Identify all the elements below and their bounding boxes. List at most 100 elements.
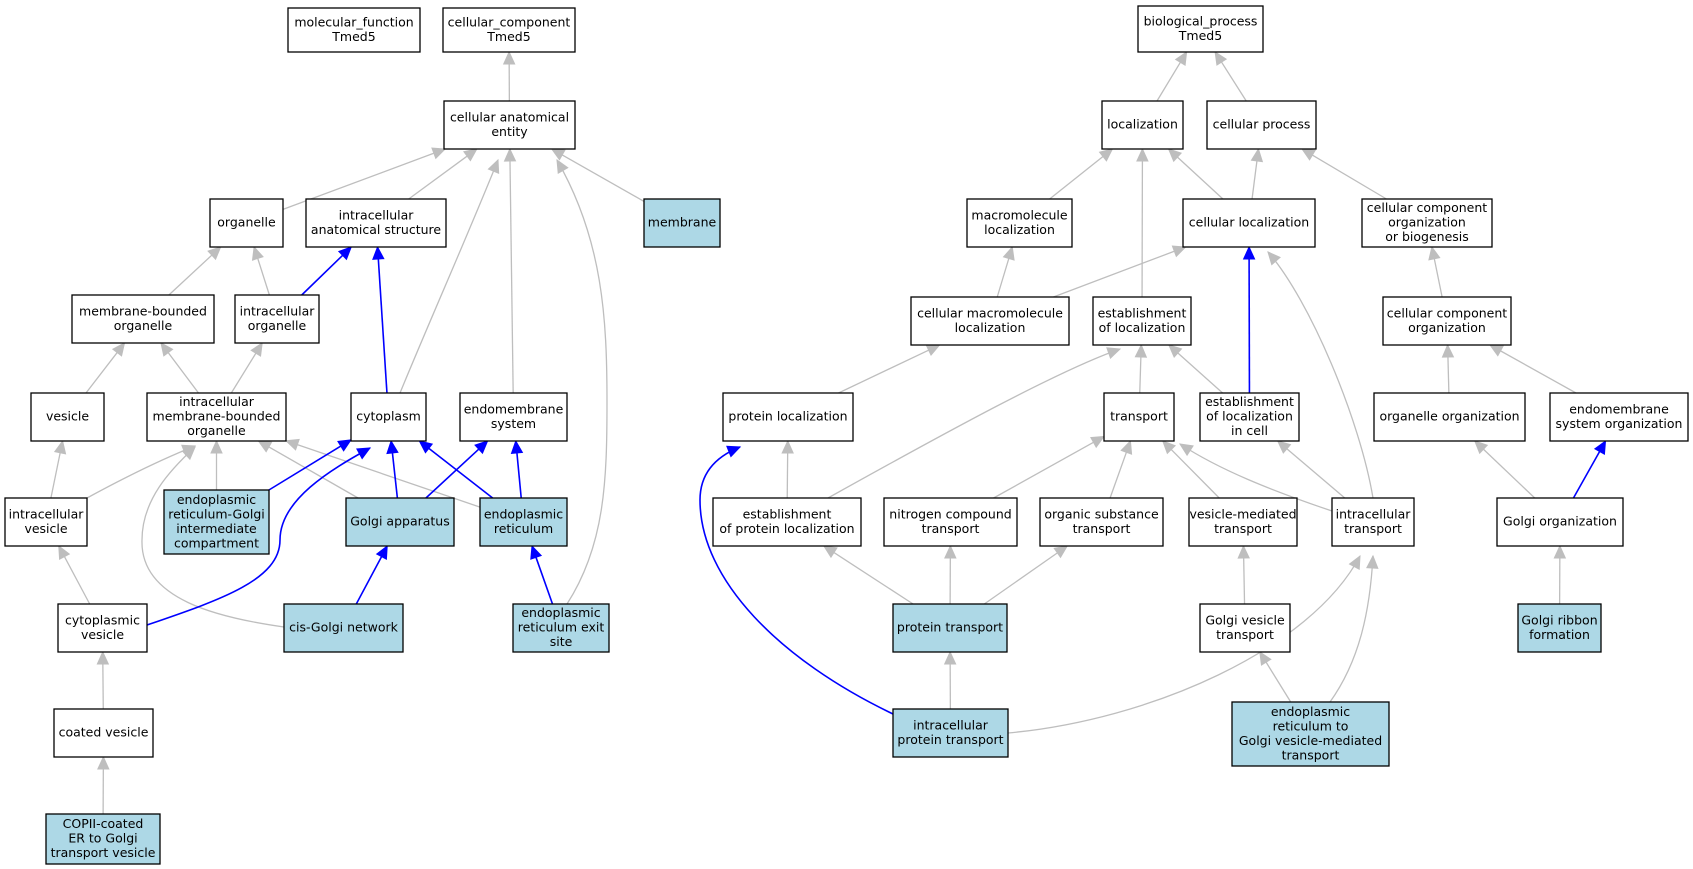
edge-estprotloc-to-estloc-arrowhead: [1106, 347, 1122, 360]
term-label-line: organic substance: [1044, 506, 1159, 521]
term-box: [712, 497, 862, 547]
term-node-transport[interactable]: transport: [1103, 392, 1175, 442]
term-box: [1517, 603, 1602, 653]
term-label-line: endoplasmic: [521, 605, 600, 620]
edge-golgi-to-endosys: [425, 447, 481, 499]
term-node-coated[interactable]: coated vesicle: [53, 708, 154, 758]
term-node-cellloc[interactable]: cellular localization: [1182, 198, 1316, 248]
edge-nct-to-transport: [993, 440, 1096, 499]
edge-estlocic-to-estloc-arrowhead: [1167, 344, 1183, 359]
edge-cmacloc-to-cellloc: [1053, 249, 1177, 298]
term-node-protloc[interactable]: protein localization: [722, 392, 854, 442]
edge-golgiorg-to-endosysorg: [1572, 449, 1602, 499]
term-label-line: cellular component: [1367, 200, 1487, 215]
term-node-prott[interactable]: protein transport: [892, 603, 1008, 653]
edge-icpt-to-ict-arrowhead: [1348, 554, 1361, 570]
term-box: [479, 497, 568, 547]
edge-ict-to-cellloc: [1267, 251, 1374, 499]
term-label-line: ER to Golgi: [68, 831, 137, 846]
term-node-loc[interactable]: localization: [1101, 100, 1184, 150]
term-label-line: reticulum: [494, 521, 553, 536]
edge-er-to-cytoplasm-arrowhead: [418, 440, 434, 454]
edge-endosysorg-to-cco-arrowhead: [1488, 344, 1504, 357]
edge-estprotloc-to-protloc-arrowhead: [781, 439, 794, 454]
term-label-line: cytoplasm: [356, 409, 421, 424]
term-node-cytoplasm[interactable]: cytoplasm: [350, 392, 427, 442]
term-node-organelle[interactable]: organelle: [209, 198, 284, 248]
term-node-ergic[interactable]: endoplasmicreticulum-Golgiintermediateco…: [163, 489, 270, 555]
term-node-golgiorg[interactable]: Golgi organization: [1496, 497, 1624, 547]
term-node-membrane[interactable]: membrane: [643, 198, 721, 248]
edge-ccob-to-cp-arrowhead: [1300, 148, 1316, 161]
edge-ias-to-cae: [408, 154, 470, 200]
term-label-line: formation: [1529, 627, 1590, 642]
edge-io-to-organelle: [256, 256, 270, 296]
term-label-line: molecular_function: [294, 14, 413, 29]
edge-cellloc-to-cp-arrowhead: [1250, 147, 1264, 163]
term-box: [71, 294, 215, 344]
term-label-line: organelle organization: [1379, 409, 1519, 424]
term-label-line: endoplasmic: [1271, 704, 1350, 719]
term-node-cp[interactable]: cellular process: [1206, 100, 1317, 150]
edge-prott-to-nct-arrowhead: [944, 544, 957, 559]
term-label-line: transport: [1073, 521, 1131, 536]
term-label-line: vesicle: [24, 521, 67, 536]
term-node-cisgolgi[interactable]: cis-Golgi network: [283, 603, 404, 653]
term-label-line: endoplasmic: [484, 506, 563, 521]
term-box: [1199, 392, 1300, 442]
edge-prott-to-ost: [983, 551, 1060, 605]
edge-endosysorg-to-cco: [1498, 349, 1577, 394]
term-label-line: endomembrane: [464, 401, 564, 416]
term-box: [163, 489, 270, 555]
term-box: [4, 497, 88, 547]
term-label-line: membrane-bounded: [79, 303, 207, 318]
edge-cytoplasm-to-ias-arrowhead: [372, 245, 385, 260]
edge-golgiorg-to-orgorg-arrowhead: [1473, 440, 1489, 455]
edge-cisgolgi-to-golgi-arrowhead: [375, 544, 388, 560]
term-box: [345, 497, 455, 547]
term-node-orgorg[interactable]: organelle organization: [1373, 392, 1526, 442]
term-node-vesicle[interactable]: vesicle: [30, 392, 105, 442]
term-label-line: cellular process: [1213, 117, 1311, 132]
term-label-line: organelle: [114, 318, 173, 333]
term-box: [1206, 100, 1317, 150]
term-label-line: intermediate: [176, 521, 257, 536]
edge-golgi-to-imbo: [266, 445, 359, 499]
term-box: [1382, 296, 1512, 346]
term-label-line: reticulum exit: [518, 620, 605, 635]
term-label-line: vesicle: [46, 409, 89, 424]
term-box: [883, 497, 1018, 547]
term-node-golgi[interactable]: Golgi apparatus: [345, 497, 455, 547]
edge-cmacloc-to-macloc: [996, 256, 1011, 298]
